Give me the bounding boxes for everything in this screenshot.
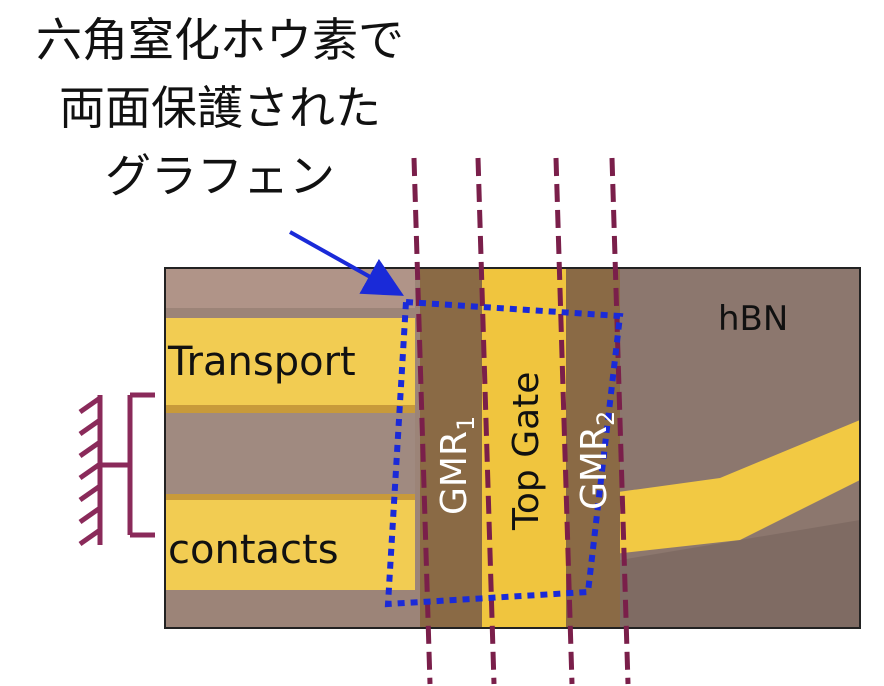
transport-lead-top-edge xyxy=(165,405,415,413)
label-transport: Transport xyxy=(167,339,356,385)
lead-gap xyxy=(165,413,415,494)
label-top-gate: Top Gate xyxy=(506,372,547,531)
label-gmr1-sub: 1 xyxy=(452,416,480,431)
gate-lead xyxy=(560,420,860,560)
substrate-top-shade xyxy=(165,268,415,308)
guide-line-1 xyxy=(411,157,433,685)
substrate-bottom-right-shade xyxy=(620,520,860,628)
label-gmr2-sub: 2 xyxy=(592,411,620,426)
caption-line-1: 六角窒化ホウ素で xyxy=(36,13,404,67)
transport-lead-bottom-edge xyxy=(165,494,415,500)
gmr1-strip xyxy=(420,268,482,628)
top-gate-strip xyxy=(480,268,570,628)
label-hbn: hBN xyxy=(718,299,788,339)
label-gmr1: GMR1 xyxy=(434,416,480,515)
caption-line-3: グラフェン xyxy=(105,149,335,203)
arrow-icon xyxy=(289,230,404,296)
caption-line-2: 両面保護された xyxy=(59,81,381,135)
guide-line-3 xyxy=(553,157,575,685)
transport-lead-top xyxy=(165,318,415,410)
gmr2-strip xyxy=(566,268,620,628)
label-contacts: contacts xyxy=(168,527,339,573)
dashed-guides xyxy=(411,157,631,685)
transport-lead-bottom xyxy=(165,498,415,590)
label-gmr2-main: GMR xyxy=(574,426,615,510)
label-gmr1-main: GMR xyxy=(434,431,475,515)
graphene-outline xyxy=(384,298,624,608)
ground-symbol-icon xyxy=(78,392,155,547)
guide-line-2 xyxy=(475,157,497,685)
guide-line-4 xyxy=(609,157,631,685)
chip-border xyxy=(164,267,861,629)
label-gmr2: GMR2 xyxy=(574,411,620,510)
